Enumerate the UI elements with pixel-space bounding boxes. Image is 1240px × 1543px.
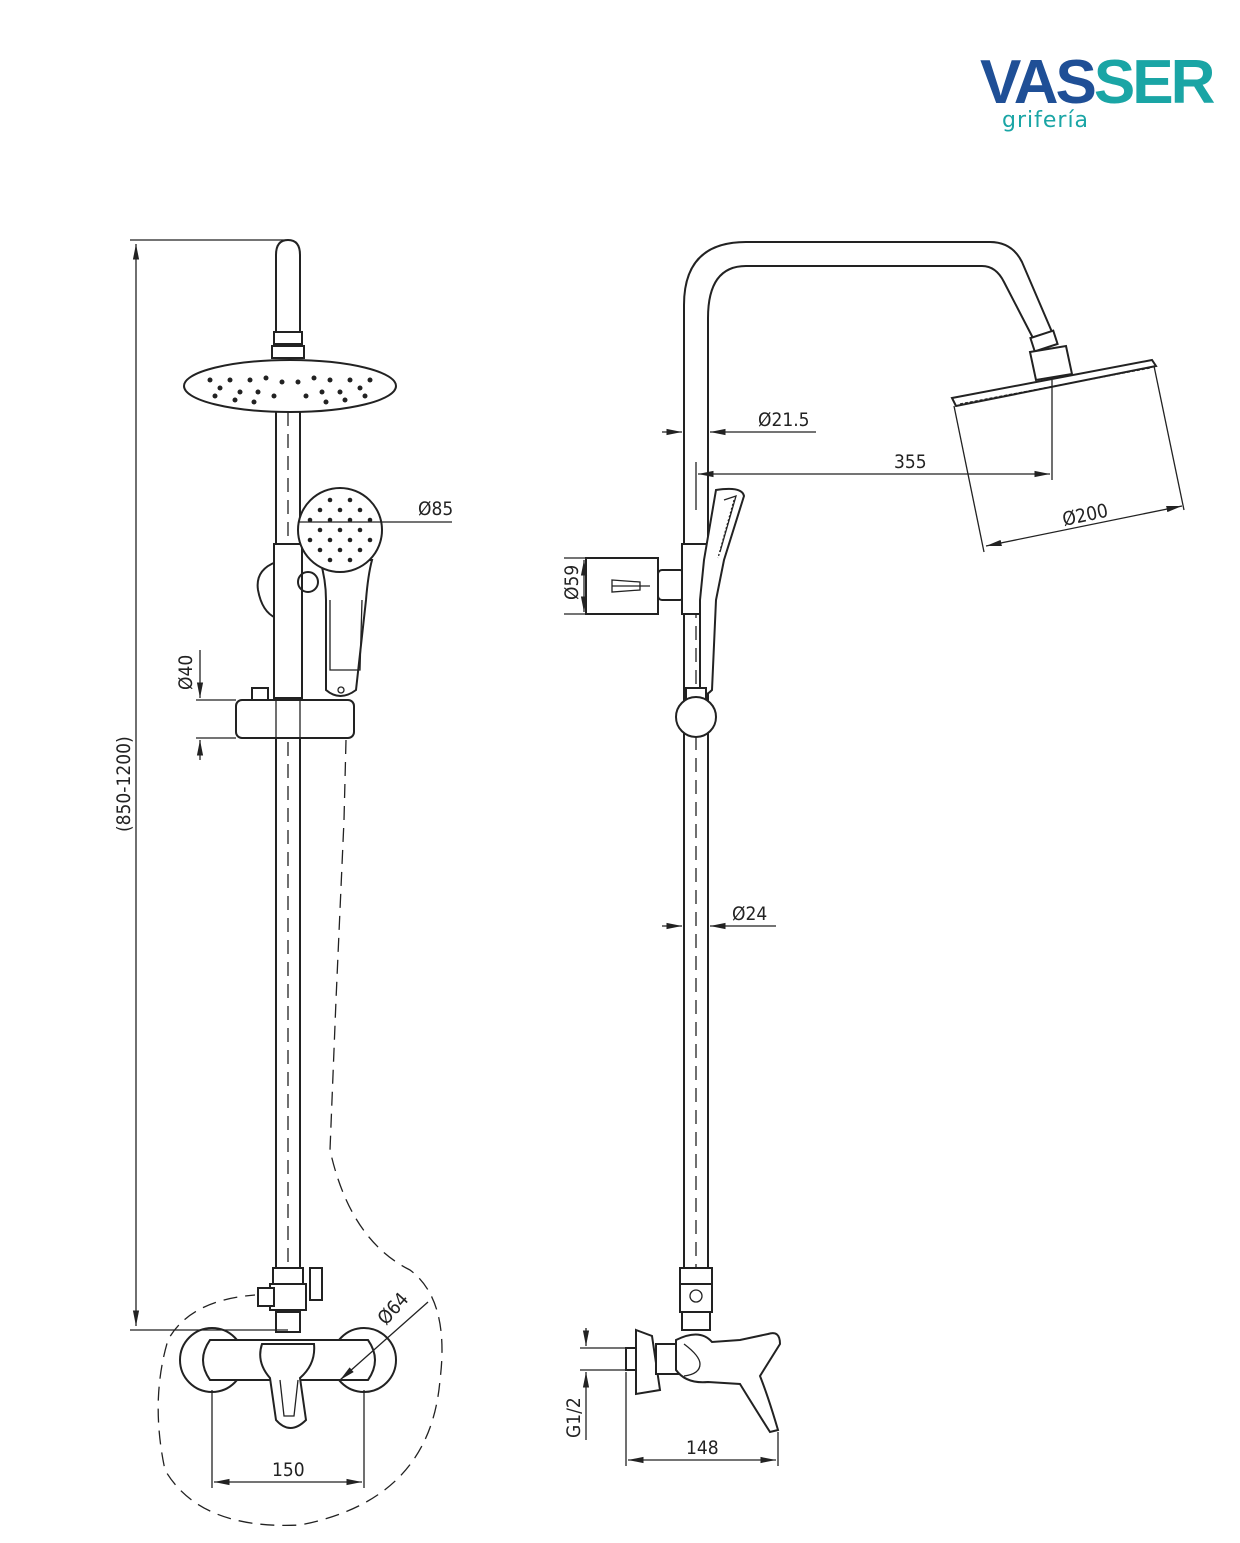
rain-head-nozzles xyxy=(207,375,373,405)
dim-slider-diameter: Ø40 xyxy=(175,655,197,690)
vasser-logo: VASSER grifería xyxy=(980,52,1215,142)
dim-bracket-diameter: Ø59 xyxy=(561,565,583,600)
hand-shower-front xyxy=(297,487,383,697)
mixer-side xyxy=(625,1328,782,1434)
slider-front xyxy=(235,687,355,739)
dim-bar-diameter: Ø24 xyxy=(732,903,767,925)
dim-mixer-depth: 148 xyxy=(686,1437,719,1459)
dim-escutcheon-diameter: Ø64 xyxy=(373,1288,413,1329)
dim-hand-shower-diameter: Ø85 xyxy=(418,498,453,520)
dim-arm-diameter: Ø21.5 xyxy=(758,409,810,431)
hand-shower-side xyxy=(699,487,746,696)
slider-knob-side xyxy=(675,696,717,738)
dim-inlet-thread: G1/2 xyxy=(563,1397,585,1438)
rain-head-front xyxy=(183,359,397,413)
front-view: (850-1200) Ø85 Ø40 150 Ø64 xyxy=(113,238,453,1527)
dim-head-diameter: Ø200 xyxy=(1060,500,1110,531)
dim-arm-reach: 355 xyxy=(894,451,927,473)
dim-spacing-width: 150 xyxy=(272,1459,305,1481)
dim-height-range: (850-1200) xyxy=(113,736,135,832)
logo-wordmark: VASSER xyxy=(980,48,1215,117)
logo-tagline: grifería xyxy=(1002,108,1090,133)
side-view: Ø21.5 355 Ø200 Ø59 Ø24 xyxy=(561,241,1185,1466)
